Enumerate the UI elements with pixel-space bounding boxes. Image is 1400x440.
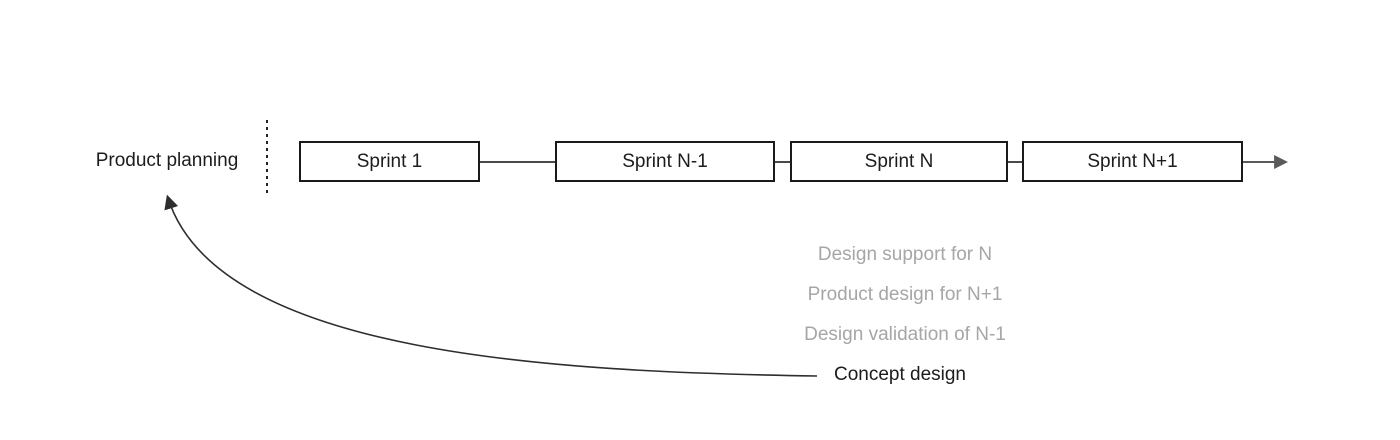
sprint-n-1-label: Sprint N-1 [622,150,708,172]
concept-to-planning-feedback-arrow [164,194,818,377]
activity-design-support: Design support for N [817,244,993,265]
sprint-n-box: Sprint N [790,141,1008,182]
sprint-n-1-box: Sprint N-1 [555,141,775,182]
concept-design-label: Concept design [833,364,967,385]
sprint-1-box: Sprint 1 [299,141,480,182]
sprint-n-plus-1-label: Sprint N+1 [1087,150,1178,172]
sprint-1-label: Sprint 1 [356,150,423,172]
activity-design-validation: Design validation of N-1 [804,324,1006,345]
sprint-n-plus-1-box: Sprint N+1 [1022,141,1243,182]
product-planning-label: Product planning [95,150,239,171]
activity-product-design: Product design for N+1 [807,284,1003,305]
sprint-n-label: Sprint N [864,150,934,172]
